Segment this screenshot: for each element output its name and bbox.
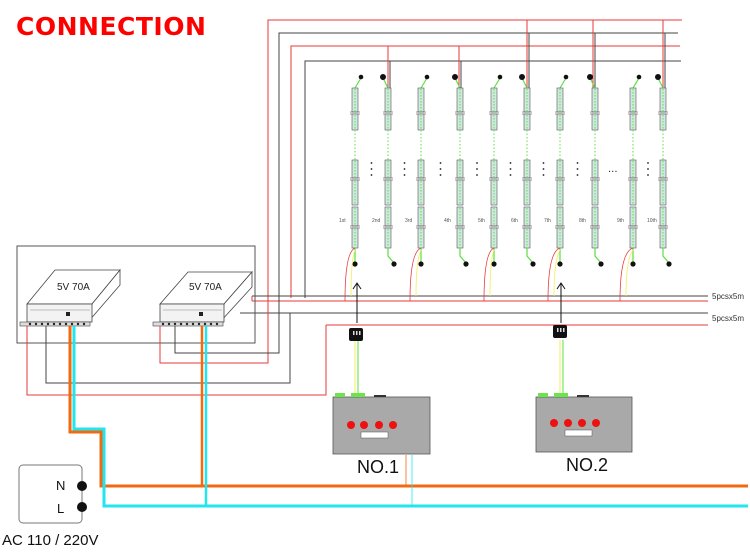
connector-2 <box>553 325 567 338</box>
bus-black-inner <box>304 60 681 298</box>
led-strip: 6th <box>511 74 545 267</box>
ac-wiring <box>68 326 748 508</box>
strip-end-connector-icon <box>358 74 364 80</box>
power-supply-1: 5V 70A <box>19 268 121 327</box>
power-feed-wire <box>350 249 356 297</box>
strip-end-connector-icon <box>424 74 430 80</box>
controller-2-button-4 <box>592 419 600 427</box>
terminal-n-label: N <box>56 478 65 493</box>
controller-2-button-1 <box>550 419 558 427</box>
power-feed-wire <box>553 249 561 297</box>
strip-end-connector-icon <box>519 74 525 80</box>
psu-1-label: 5V 70A <box>57 282 90 293</box>
strip-start-connector-icon <box>391 261 397 267</box>
strip-start-connector-icon <box>666 261 672 267</box>
strip-start-connector-icon <box>491 261 497 267</box>
controller-1 <box>332 393 431 455</box>
strip-group-1-spec: 5pcsx5m <box>712 292 745 301</box>
power-feed-wire <box>409 247 422 302</box>
mid-bus-wires <box>240 295 708 326</box>
led-strip: 10th <box>647 74 672 267</box>
controller-2 <box>535 393 633 453</box>
ellipsis: ... <box>608 164 618 175</box>
power-supply-2: 5V 70A <box>152 270 253 327</box>
strip-end-connector-icon <box>380 74 386 80</box>
controller-1-button-3 <box>375 421 383 429</box>
connector-1 <box>349 328 363 341</box>
power-feed-wire <box>489 249 495 297</box>
strip-start-connector-icon <box>463 261 469 267</box>
power-feed-wire <box>415 249 422 297</box>
strip-end-connector-icon <box>497 74 503 80</box>
psu-output-wires <box>26 296 327 396</box>
power-feed-wire <box>547 247 561 302</box>
led-strip: 9th <box>617 74 649 267</box>
controller-2-name: NO.2 <box>566 455 609 475</box>
led-strip: 7th <box>544 74 579 267</box>
strip-start-connector-icon <box>418 261 424 267</box>
ac-source: N L <box>18 464 87 524</box>
power-feed-wire <box>483 247 495 302</box>
led-strip: 4th <box>444 74 478 267</box>
strip-end-connector-icon <box>655 74 661 80</box>
strip-group-2-spec: 5pcsx5m <box>712 314 745 323</box>
bus-red-outer <box>267 19 682 298</box>
strip-start-connector-icon <box>630 261 636 267</box>
controller-1-display <box>360 431 389 439</box>
strip-label: 10th <box>647 218 657 224</box>
strip-label: 9th <box>617 218 624 224</box>
controller-1-button-1 <box>347 421 355 429</box>
strip-end-connector-icon <box>452 74 458 80</box>
strip-end-connector-icon <box>587 74 593 80</box>
strip-label: 3rd <box>405 218 412 224</box>
terminal-l <box>77 502 87 512</box>
strip-label: 4th <box>444 218 451 224</box>
terminal-n <box>77 481 87 491</box>
controller-1-button-4 <box>389 421 397 429</box>
strip-end-connector-icon <box>563 74 569 80</box>
led-strip: 5th <box>478 74 512 267</box>
controller-2-button-2 <box>564 419 572 427</box>
top-bus-wires <box>267 19 682 298</box>
strip-start-connector-icon <box>557 261 563 267</box>
power-feed-wire <box>625 249 634 297</box>
bus-black-outer <box>278 32 678 298</box>
strip-label: 1st <box>339 218 346 224</box>
strip-label: 8th <box>579 218 586 224</box>
power-feed-wire <box>619 247 634 302</box>
controller-2-display <box>564 429 593 437</box>
bus-red-inner <box>290 45 680 298</box>
strip-label: 2nd <box>372 218 381 224</box>
ac-source-label: AC 110 / 220V <box>2 532 99 549</box>
data-wires <box>352 282 566 397</box>
controller-1-button-2 <box>360 421 368 429</box>
strip-start-connector-icon <box>530 261 536 267</box>
page-title: CONNECTION <box>16 12 207 41</box>
led-strip: 8th... <box>579 74 618 267</box>
terminal-l-label: L <box>57 501 64 516</box>
strip-start-connector-icon <box>598 261 604 267</box>
led-strip: 3rd <box>405 74 442 267</box>
strip-label: 5th <box>478 218 485 224</box>
strip-label: 6th <box>511 218 518 224</box>
led-strip: 1st <box>339 74 373 267</box>
psu-enclosure <box>16 245 256 344</box>
power-feed-wire <box>344 247 356 302</box>
controller-1-name: NO.1 <box>357 457 400 477</box>
psu-2-label: 5V 70A <box>189 282 222 293</box>
strip-label: 7th <box>544 218 551 224</box>
strip-start-connector-icon <box>352 261 358 267</box>
led-strip: 2nd <box>372 74 406 267</box>
controller-2-button-3 <box>578 419 586 427</box>
strip-end-connector-icon <box>636 74 642 80</box>
